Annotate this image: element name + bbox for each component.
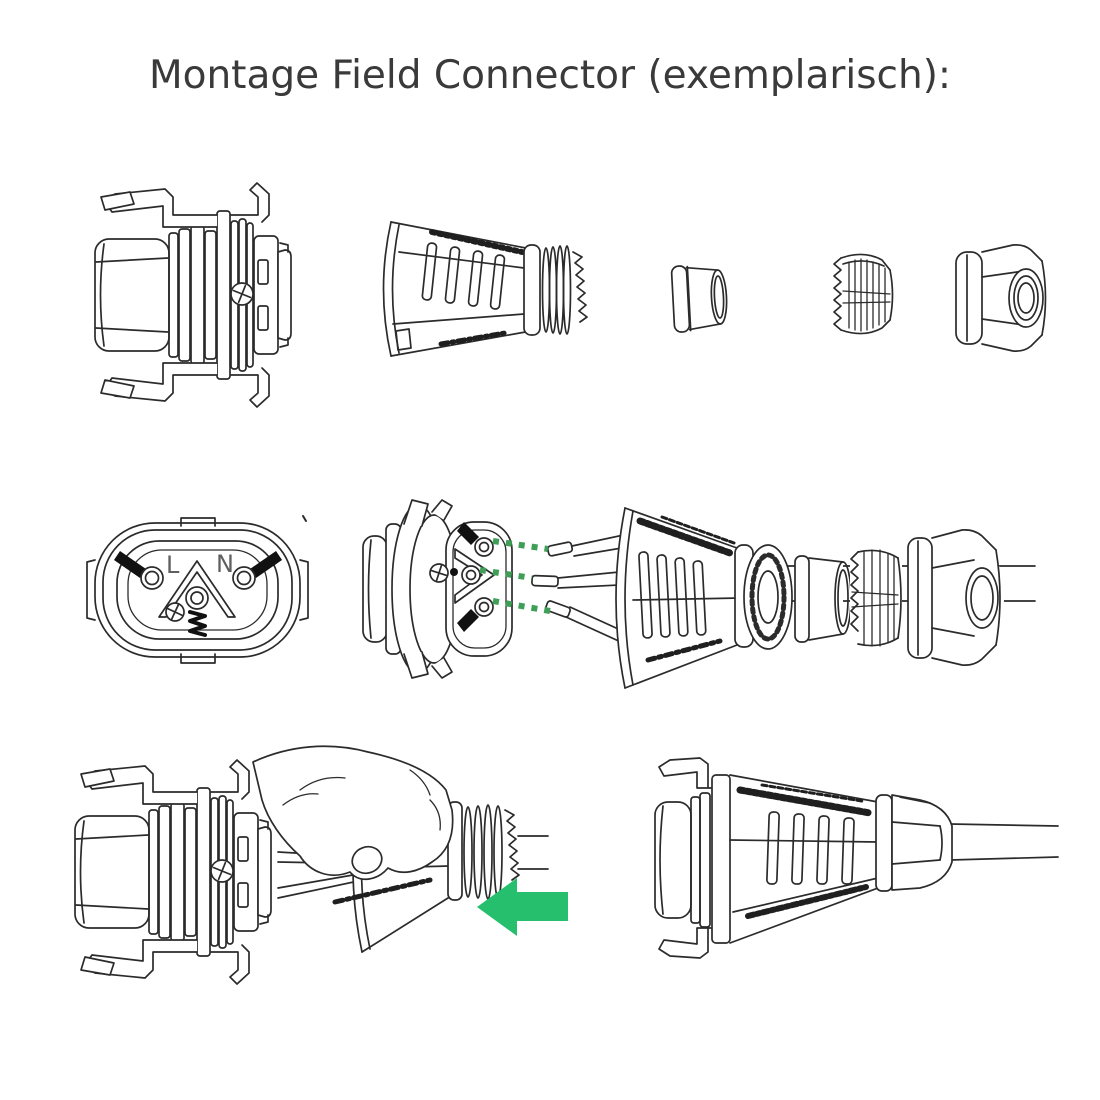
page-title: Montage Field Connector (exemplarisch): [148, 53, 952, 98]
push-direction-arrow [477, 878, 568, 936]
brand-text-marks [645, 638, 723, 663]
assembled-connector [654, 757, 1059, 959]
cage-clamp-on-cable [850, 549, 902, 647]
thumb [351, 845, 383, 875]
neutral-terminal-label: N [216, 550, 234, 578]
cage-clamp [833, 253, 894, 335]
connector-rear-with-wires [362, 499, 641, 679]
seal-sleeve [670, 265, 728, 333]
serrated-ring [504, 809, 520, 881]
coding-wedge-right [250, 551, 282, 578]
embossed-text-marks [636, 517, 734, 557]
row-assembly [75, 745, 1059, 984]
cone-on-cable [615, 507, 1036, 689]
cone-housing [382, 221, 588, 357]
brand-text-marks [438, 330, 508, 347]
connector-face-front: L N [86, 515, 309, 664]
gland-nut-on-cable [907, 529, 1004, 666]
coding-wedge-left [114, 551, 146, 578]
brand-text-marks [745, 884, 869, 919]
hand-icon [252, 745, 454, 881]
cable-stub [517, 835, 549, 870]
chevron-mark [158, 560, 236, 618]
gland-nut [955, 244, 1047, 352]
toothed-ring [749, 552, 787, 642]
hand-pressing-assembly [75, 745, 568, 984]
row-wiring: L N [86, 499, 1036, 689]
seal-sleeve-on-cable [794, 555, 852, 643]
embossed-text-marks [736, 786, 874, 817]
screw-icon [429, 563, 449, 583]
row-exploded-parts [95, 183, 1047, 407]
spring-coil [188, 610, 207, 637]
screw-icon [165, 602, 185, 622]
insertion-dotted-lines [479, 538, 551, 614]
embossed-text-marks [429, 229, 525, 255]
brand-text-marks [332, 877, 433, 905]
serrated-ring [572, 251, 588, 323]
line-terminal-label: L [166, 551, 180, 579]
cable [949, 823, 1059, 861]
